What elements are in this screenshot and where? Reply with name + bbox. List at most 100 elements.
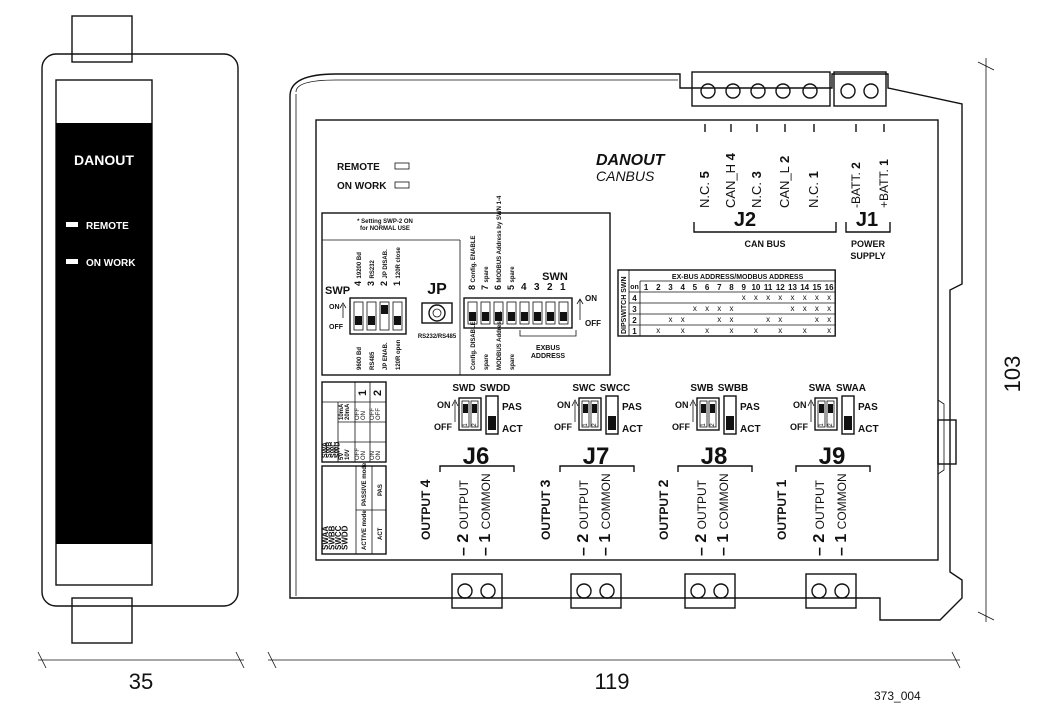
mode-sw-body [485,395,499,435]
swn-knob-2 [547,312,554,321]
swp-top-label-2: 2 JP DISAB. [379,249,389,286]
sw-arrow [807,399,815,422]
sw-arrow [451,399,459,422]
swp-slot-2 [379,301,390,331]
bottom-terminal-block [570,573,622,609]
swn-bottom-label-1: Config. DISABLE [471,321,477,370]
swp-top-text: JP DISAB. [383,249,389,279]
sw-body [696,397,720,431]
j1-pin-name: -BATT. [849,169,863,208]
pin-num: – 2 [693,529,710,556]
mode-pas-label: PAS [622,402,642,413]
swn-top-text: spare [510,266,516,283]
mode-sw-body [841,395,855,435]
sw-slot-1 [817,400,826,428]
swn-num-1: 1 [560,282,566,293]
output-label: OUTPUT 3 [537,479,553,540]
output-word: OUTPUT [657,487,671,540]
addr-cell: x [681,326,685,335]
swp-bottom-label-2: RS485 [370,351,376,370]
swp-top-label-4: 4 19200 Bd [353,252,363,286]
mode-pas-label: PAS [858,402,878,413]
sw-slot-2 [590,400,599,428]
pin-num: – 1 [477,529,494,556]
range-label-SWB: SWB [326,442,333,458]
swp-top-text: RS232 [370,259,376,278]
swp-top-text: 19200 Bd [357,252,363,279]
pin-name: OUTPUT [813,479,827,529]
mode-act-label: ACT [858,424,879,435]
bottom-terminal-screw [811,583,827,599]
dim-ticks-119 [267,651,961,669]
mode-label-SWDD: SWDD [341,525,350,550]
j2-pin-num: 3 [749,171,764,178]
swp-arrow [339,302,347,318]
output-num: 1 [773,479,789,487]
sw-knob-2 [592,404,597,413]
addr-cell: x [815,304,819,313]
swp-top-label-3: 3 RS232 [366,259,376,286]
side-bottom-connector [71,597,133,644]
output-word: OUTPUT [539,487,553,540]
sw-num-1: 1 [463,423,469,427]
side-clip-edge [937,399,945,475]
j2-screw-1 [700,83,716,99]
addr-cell: x [803,326,807,335]
addr-corner: on [630,284,639,291]
swn-top-text: spare [484,266,490,283]
pin-label-common: – 1 COMMON [597,473,614,556]
addr-cell: x [827,304,831,313]
range-cell: ON [370,451,376,460]
mode-sw-knob [844,416,852,430]
j2-screw-3 [750,83,766,99]
swn-switch-body [463,297,573,329]
range-sub-1: 10mA [339,403,345,420]
dim-35: 35 [129,669,153,694]
swn-knob-4 [521,312,528,321]
sw2-label: SWBB [718,383,749,394]
j2-pin-name: CAN_H [723,160,738,208]
swp-top-num: 4 [353,278,363,286]
swn-knob-8 [469,312,476,321]
addr-cell: x [730,326,734,335]
config-panel-frame [321,212,611,376]
pin-name: COMMON [835,473,849,529]
sw-on: ON [793,400,807,410]
side-led-onwork-label: ON WORK [86,258,136,269]
bottom-terminal-screw [457,583,473,599]
sw-knob-2 [710,404,715,413]
swn-off: OFF [585,319,601,328]
range-sub-3: 5V [339,453,345,460]
swn-slot-3 [532,301,543,325]
range-label-SWD: SWD [335,442,342,458]
swn-num-4: 4 [521,282,527,293]
range-cell: OFF [355,408,361,420]
j2-pin-1: N.C. 5 [697,171,712,208]
swn-top-label-7: 7 spare [480,266,490,290]
bottom-terminal-3 [684,573,736,609]
mode-active: ACTIVE mode [362,510,368,550]
swn-top-num: 6 [493,282,503,290]
output-num: 2 [655,479,671,487]
sw-slot-1 [699,400,708,428]
addr-cell: x [717,304,721,313]
swn-bottom-label-3: MODBUS Address=1 [497,310,503,370]
swn-on: ON [585,294,597,303]
swp-note-2: for NORMAL USE [360,226,410,232]
j2-pin-num: 1 [806,171,821,178]
j2-pin-name: N.C. [749,178,764,208]
sw-off: OFF [672,422,690,432]
range-cell: OFF [355,448,361,460]
range-cell: OFF [376,408,382,420]
sw-slot-2 [826,400,835,428]
front-plate [315,119,939,561]
j1-pin-num: 1 [877,159,891,166]
swp-switch-body [349,297,407,335]
swp-label: SWP [325,285,350,297]
swn-bottom-label-4: spare [510,353,516,370]
swn-top-label-5: 5 spare [506,266,516,290]
